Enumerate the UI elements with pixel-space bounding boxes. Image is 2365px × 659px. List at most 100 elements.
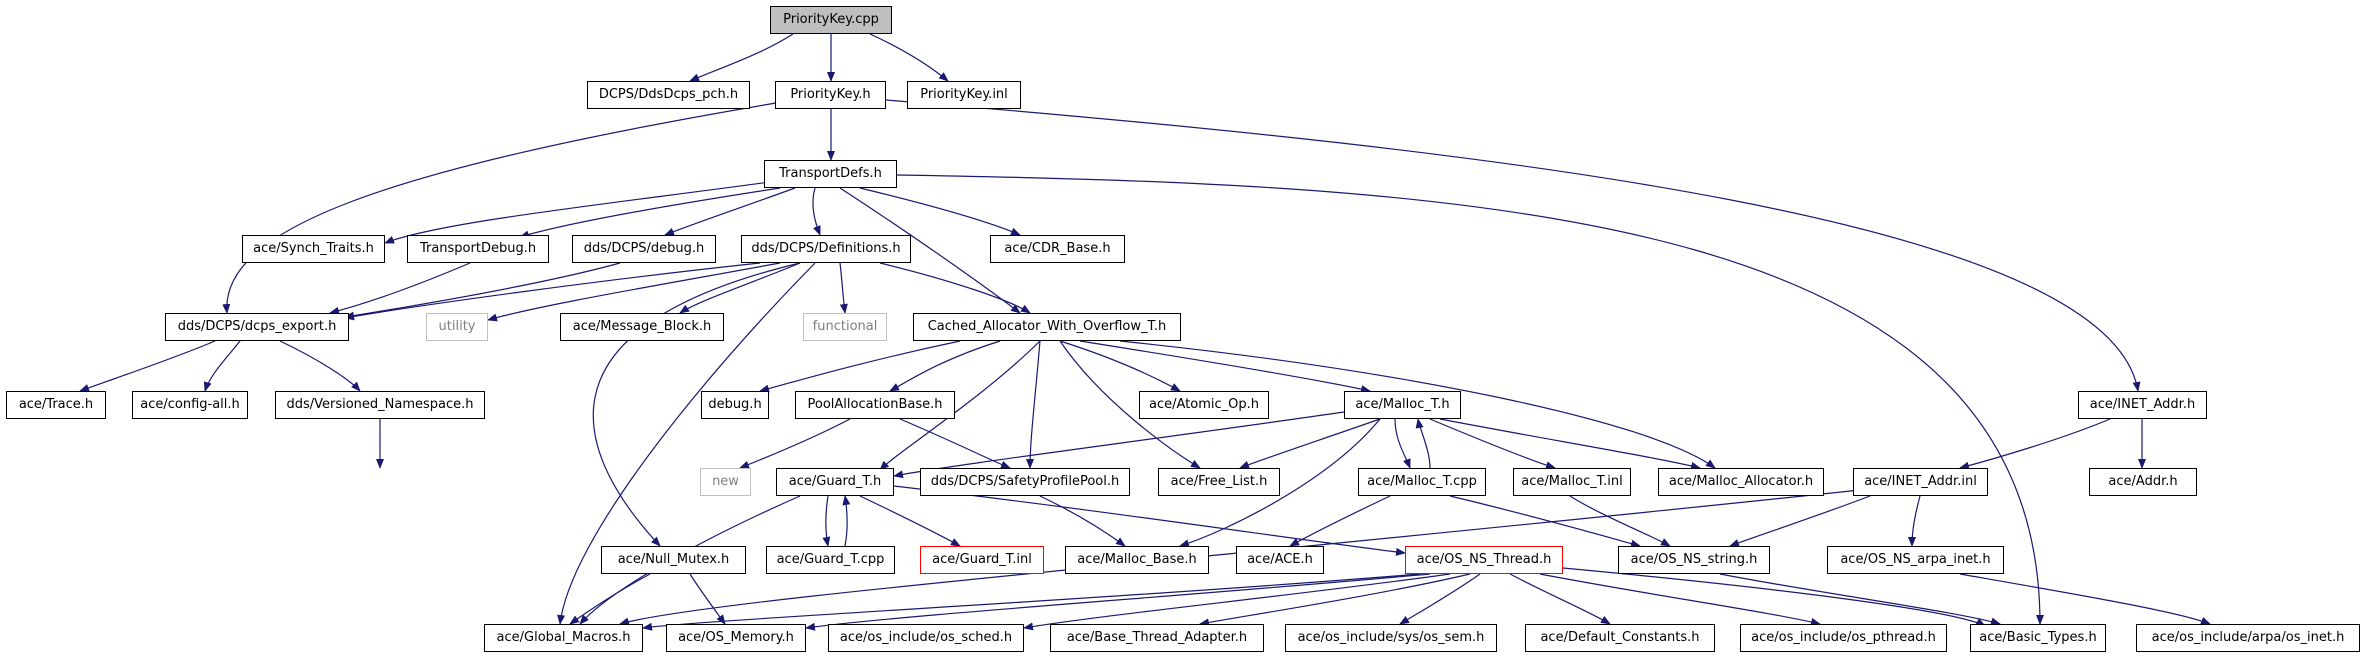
edge-safety-mallocbase [1039, 495, 1126, 547]
edge-guardcpp-guard [842, 495, 851, 547]
node-message-block[interactable]: ace/Message_Block.h [560, 313, 724, 341]
edge-malloctcpp-mt [1415, 418, 1431, 469]
node-transportdebug[interactable]: TransportDebug.h [407, 235, 549, 263]
node-definitions[interactable]: dds/DCPS/Definitions.h [741, 235, 911, 263]
node-malloc-t[interactable]: ace/Malloc_T.h [1344, 391, 1461, 419]
edge-td-definitions [812, 187, 821, 236]
edge-inetinl-osnsstring [1729, 495, 1871, 547]
edge-td-basictypes [896, 174, 2044, 625]
edge-h-dcpsexport [222, 102, 777, 314]
edge-cached-poolalloc [889, 340, 1001, 392]
node-global-macros[interactable]: ace/Global_Macros.h [484, 624, 643, 652]
edge-mt-freelist [1239, 418, 1381, 469]
node-transportdefs[interactable]: TransportDefs.h [764, 160, 897, 188]
node-addr[interactable]: ace/Addr.h [2089, 468, 2197, 496]
node-basic-types[interactable]: ace/Basic_Types.h [1970, 624, 2106, 652]
edge-mt-malloctcpp [1394, 418, 1411, 469]
edge-thread-defconst [1509, 573, 1611, 625]
edge-dcps-trace [79, 340, 216, 392]
node-guard-t[interactable]: ace/Guard_T.h [776, 468, 894, 496]
node-null-mutex[interactable]: ace/Null_Mutex.h [601, 546, 746, 574]
node-malloc-allocator[interactable]: ace/Malloc_Allocator.h [1658, 468, 1824, 496]
edge-mt-malloctinl [1429, 418, 1556, 470]
edge-cpp-inl [869, 33, 949, 82]
node-default-constants[interactable]: ace/Default_Constants.h [1525, 624, 1715, 652]
node-atomic-op[interactable]: ace/Atomic_Op.h [1139, 391, 1269, 419]
edge-thread-globalmacros [642, 573, 1421, 631]
edge-dcps-configall [203, 340, 241, 392]
edge-td-ddsdebug [664, 187, 796, 236]
node-os-ns-string[interactable]: ace/OS_NS_string.h [1618, 546, 1770, 574]
node-malloc-base[interactable]: ace/Malloc_Base.h [1065, 546, 1209, 574]
edge-malloctcpp-osnsstring [1449, 495, 1641, 548]
node-malloc-t-cpp[interactable]: ace/Malloc_T.cpp [1358, 468, 1486, 496]
edge-thread-basethread [1199, 573, 1471, 627]
edge-def-cached [879, 262, 1031, 314]
edge-td-transportdebug [519, 187, 781, 239]
node-versioned-ns[interactable]: dds/Versioned_Namespace.h [275, 391, 485, 419]
edge-def-dcpsexport [344, 262, 761, 321]
node-dds-debug[interactable]: dds/DCPS/debug.h [572, 235, 716, 263]
edge-guard-guardinl [859, 495, 961, 547]
edge-osnsstring-basictypes [1719, 573, 2001, 626]
edge-mt-mallocbase [1179, 418, 1381, 548]
node-functional[interactable]: functional [803, 313, 887, 341]
edge-td-synch [384, 181, 771, 244]
edge-thread-ospthread [1539, 573, 1821, 626]
edge-def-nullmutex [592, 262, 801, 547]
edge-ddsdebug-dcpsexport [344, 262, 621, 320]
node-os-memory[interactable]: ace/OS_Memory.h [666, 624, 806, 652]
node-inet-addr-inl[interactable]: ace/INET_Addr.inl [1853, 468, 1988, 496]
edge-nullmutex-globalmacros [569, 573, 651, 625]
node-guard-t-inl[interactable]: ace/Guard_T.inl [920, 546, 1044, 574]
node-free-list[interactable]: ace/Free_List.h [1158, 468, 1280, 496]
node-config-all[interactable]: ace/config-all.h [132, 391, 248, 419]
edge-thread-ossem [1399, 573, 1481, 625]
node-utility[interactable]: utility [426, 313, 488, 341]
node-new[interactable]: new [700, 468, 751, 496]
node-inet-addr[interactable]: ace/INET_Addr.h [2078, 391, 2207, 419]
node-arpa-inet[interactable]: ace/os_include/arpa/os_inet.h [2136, 624, 2360, 652]
node-guard-t-cpp[interactable]: ace/Guard_T.cpp [766, 546, 895, 574]
edge-thread-osmemory [805, 573, 1431, 631]
edge-nullmutex-osmemory [689, 573, 726, 625]
edge-td-cached [839, 187, 1021, 314]
node-poolalloc[interactable]: PoolAllocationBase.h [795, 391, 955, 419]
node-cached-alloc[interactable]: Cached_Allocator_With_Overflow_T.h [913, 313, 1181, 341]
node-os-ns-thread[interactable]: ace/OS_NS_Thread.h [1405, 546, 1563, 574]
edge-inetinl-globalmacros [619, 489, 1861, 626]
node-safety-pool[interactable]: dds/DCPS/SafetyProfilePool.h [920, 468, 1130, 496]
node-ddsdcps-pch[interactable]: DCPS/DdsDcps_pch.h [587, 81, 750, 109]
node-malloc-t-inl[interactable]: ace/Malloc_T.inl [1513, 468, 1631, 496]
node-dcps-export[interactable]: dds/DCPS/dcps_export.h [165, 313, 349, 341]
edge-pool-safety [899, 418, 1011, 469]
edge-def-globalmacros [557, 262, 816, 625]
node-os-pthread[interactable]: ace/os_include/os_pthread.h [1740, 624, 1947, 652]
node-prioritykey-cpp[interactable]: PriorityKey.cpp [770, 6, 892, 34]
edge-cached-atomic [1059, 340, 1181, 392]
edge-malloctinl-osnsstring [1569, 495, 1671, 547]
node-ace-h[interactable]: ace/ACE.h [1236, 546, 1324, 574]
node-os-sched[interactable]: ace/os_include/os_sched.h [828, 624, 1024, 652]
edge-cached-malloct [1079, 340, 1371, 393]
edge-def-utility [487, 262, 781, 322]
edge-def-functional [839, 262, 848, 314]
node-prioritykey-inl[interactable]: PriorityKey.inl [907, 81, 1021, 109]
node-base-thread-adapter[interactable]: ace/Base_Thread_Adapter.h [1050, 624, 1264, 652]
node-os-ns-arpa-inet[interactable]: ace/OS_NS_arpa_inet.h [1827, 546, 2004, 574]
node-prioritykey-h[interactable]: PriorityKey.h [775, 81, 886, 109]
node-os-sem[interactable]: ace/os_include/sys/os_sem.h [1285, 624, 1497, 652]
edge-inetinl-arpa [1908, 495, 1921, 547]
edge-dcps-versioned [279, 340, 361, 392]
edge-def-msgblock [679, 262, 801, 314]
edge-guard-osnsthread [893, 485, 1406, 556]
edge-inet-inetinl [1959, 418, 2111, 470]
edge-mt-guard [893, 411, 1345, 479]
edge-thread-ossched [1023, 573, 1451, 631]
node-synch-traits[interactable]: ace/Synch_Traits.h [242, 235, 385, 263]
node-cdr-base[interactable]: ace/CDR_Base.h [990, 235, 1125, 263]
edge-cached-mallocalloc [1119, 340, 1716, 469]
node-trace[interactable]: ace/Trace.h [6, 391, 106, 419]
node-debug[interactable]: debug.h [701, 391, 769, 419]
